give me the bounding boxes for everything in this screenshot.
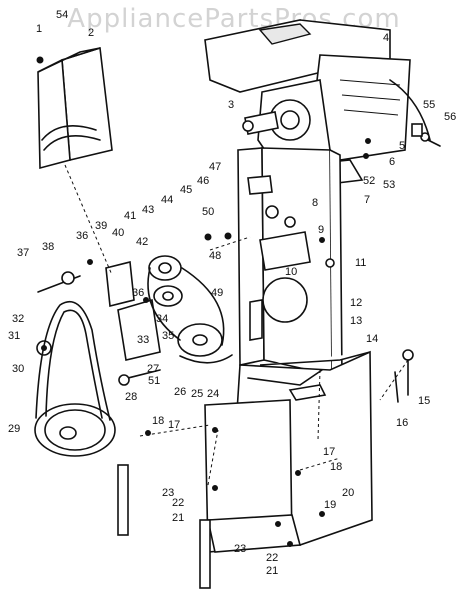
callout-label: 45 [180, 184, 192, 196]
callout-label: 42 [136, 236, 148, 248]
callout-label: 51 [148, 375, 160, 387]
callout-label: 40 [112, 227, 124, 239]
callout-label: 36 [76, 230, 88, 242]
assembly-guide-lines [64, 164, 409, 486]
callout-label: 11 [355, 257, 366, 269]
callout-label: 24 [207, 388, 219, 400]
callout-label: 21 [266, 565, 278, 577]
callout-label: 31 [8, 330, 20, 342]
callout-label: 20 [342, 487, 354, 499]
callout-label: 3 [228, 99, 234, 111]
callout-label: 23 [162, 487, 174, 499]
callout-label: 17 [323, 446, 335, 458]
drive-pulley-part [34, 300, 116, 457]
callout-label: 6 [389, 156, 395, 168]
callout-label: 38 [42, 241, 54, 253]
callout-label: 18 [330, 461, 342, 473]
callout-label: 21 [172, 512, 184, 524]
pulley-assembly-part [36, 232, 233, 381]
callout-label: 26 [174, 386, 186, 398]
callout-label: 47 [209, 161, 221, 173]
callout-label: 48 [209, 250, 221, 262]
callout-label: 43 [142, 204, 154, 216]
callout-label: 7 [364, 194, 370, 206]
callout-label: 23 [234, 543, 246, 555]
engine-part [204, 19, 431, 187]
callout-label: 56 [444, 111, 456, 123]
callout-label: 9 [318, 224, 324, 236]
callout-label: 46 [197, 175, 209, 187]
callout-label: 14 [366, 333, 378, 345]
callout-label: 29 [8, 423, 20, 435]
callout-label: 37 [17, 247, 29, 259]
callout-label: 35 [162, 330, 174, 342]
callout-label: 18 [152, 415, 164, 427]
callout-labels: 1 54 2 3 4 55 56 5 6 52 53 7 47 46 8 45 … [8, 9, 456, 577]
callout-label: 54 [56, 9, 68, 21]
callout-label: 52 [363, 175, 375, 187]
callout-label: 19 [324, 499, 336, 511]
callout-label: 50 [202, 206, 214, 218]
callout-label: 12 [350, 297, 362, 309]
callout-label: 33 [137, 334, 149, 346]
callout-label: 55 [423, 99, 435, 111]
callout-label: 13 [350, 315, 362, 327]
callout-label: 1 [36, 23, 42, 35]
hardware-part [87, 123, 441, 547]
callout-label: 8 [312, 197, 318, 209]
callout-label: 36 [132, 287, 144, 299]
callout-label: 53 [383, 179, 395, 191]
callout-label: 16 [396, 417, 408, 429]
callout-label: 4 [383, 32, 389, 44]
callout-label: 41 [124, 210, 136, 222]
callout-label: 27 [147, 363, 159, 375]
callout-label: 2 [88, 27, 94, 39]
belt-cover-part [36, 46, 113, 170]
callout-label: 22 [172, 497, 184, 509]
callout-label: 34 [156, 313, 168, 325]
callout-label: 25 [191, 388, 203, 400]
callout-label: 49 [211, 287, 223, 299]
callout-label: 32 [12, 313, 24, 325]
callout-label: 5 [399, 140, 405, 152]
callout-label: 30 [12, 363, 24, 375]
callout-label: 10 [285, 266, 297, 278]
callout-label: 22 [266, 552, 278, 564]
callout-label: 17 [168, 419, 180, 431]
callout-label: 39 [95, 220, 107, 232]
callout-label: 15 [418, 395, 430, 407]
callout-label: 28 [125, 391, 137, 403]
callout-label: 44 [161, 194, 173, 206]
